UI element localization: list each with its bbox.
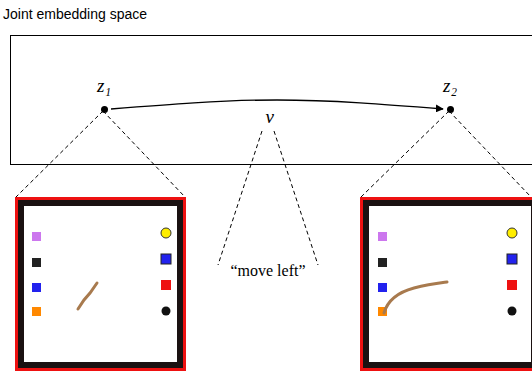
projection-line (449, 111, 531, 197)
frame-outer (15, 197, 186, 371)
marker-square (32, 258, 41, 267)
marker-circle (161, 228, 171, 238)
marker-square (378, 258, 387, 267)
point-dot (447, 106, 454, 113)
projection-line (274, 131, 318, 265)
frame-inner (369, 206, 531, 362)
projection-line (361, 111, 449, 197)
frame-border (363, 200, 532, 368)
embedding-point: z₁ (97, 76, 111, 113)
projection-line (218, 131, 262, 265)
region-title: Joint embedding space (3, 6, 147, 22)
trajectory-stroke (78, 283, 97, 309)
marker-square (32, 232, 41, 241)
instruction-label: “move left” (228, 262, 307, 280)
point-label: z₂ (443, 76, 457, 97)
projection-line (103, 111, 185, 197)
marker-square (507, 254, 517, 264)
marker-square (507, 280, 517, 290)
marker-square (32, 307, 41, 316)
projection-line (16, 111, 103, 197)
scene-frame (15, 197, 186, 371)
marker-circle (508, 307, 517, 316)
scene-frame (360, 197, 532, 371)
frame-border (18, 200, 183, 368)
frame-inner (24, 206, 177, 362)
marker-circle (162, 307, 171, 316)
point-dot (101, 106, 108, 113)
frame-outer (360, 197, 532, 371)
marker-circle (507, 228, 517, 238)
trajectory-stroke (384, 282, 447, 313)
marker-square (378, 232, 387, 241)
embedding-point: z₂ (443, 76, 457, 113)
marker-square (161, 254, 171, 264)
point-label: z₁ (97, 76, 111, 97)
marker-square (32, 283, 41, 292)
embedding-space-box: Joint embedding spacez₁z₂ (10, 35, 532, 165)
vector-label: v⃗ (263, 105, 290, 129)
marker-square (161, 280, 171, 290)
marker-square (378, 283, 387, 292)
